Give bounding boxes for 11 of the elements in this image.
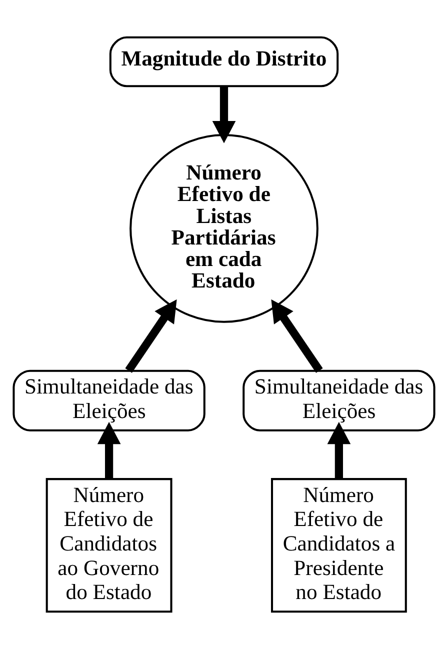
node-box: Simultaneidade das Eleições <box>12 369 206 431</box>
node-box: Simultaneidade das Eleições <box>242 369 436 431</box>
arrow <box>212 86 236 143</box>
arrow <box>97 421 121 478</box>
node-box: Magnitude do Distrito <box>109 36 339 87</box>
node-box: Número Efetivo de Candidatos a Presidente no Estado <box>271 478 407 612</box>
arrow <box>125 298 177 372</box>
node-circle: Número Efetivo de Listas Partidárias em cada Estado <box>130 134 318 322</box>
arrow <box>271 298 323 372</box>
node-box: Número Efetivo de Candidatos ao Governo do Estado <box>46 478 172 612</box>
arrow <box>327 421 351 478</box>
